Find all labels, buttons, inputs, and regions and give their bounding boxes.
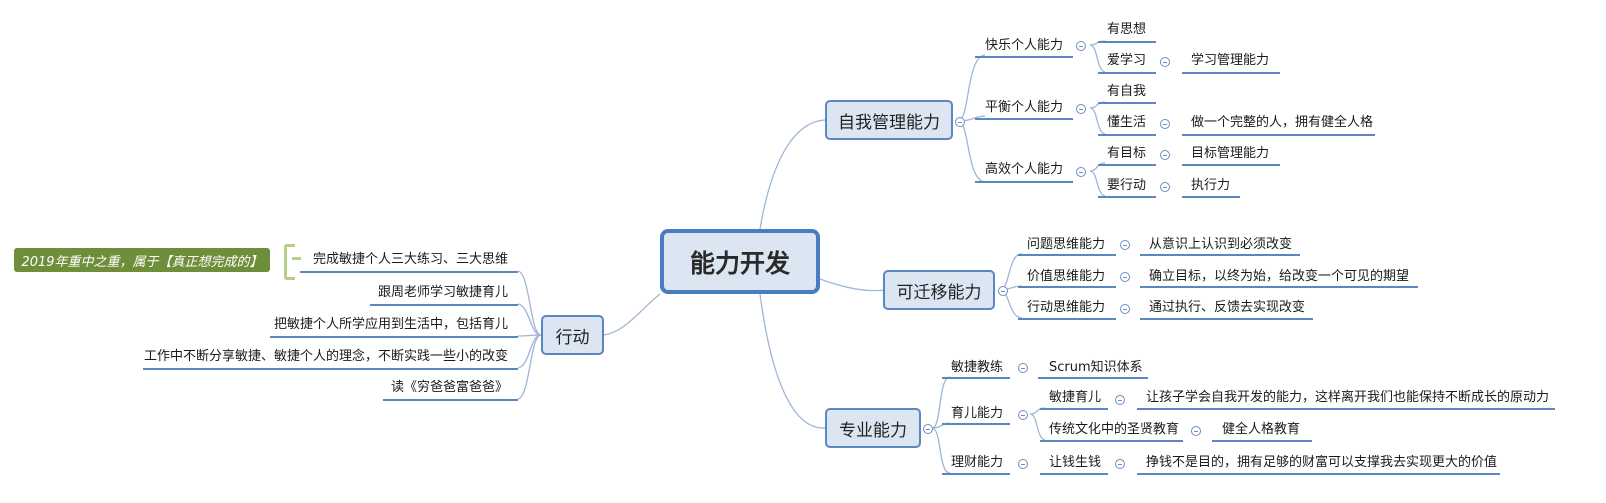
collapse-minus-icon[interactable] <box>1115 459 1125 469</box>
collapse-minus-icon[interactable] <box>1120 304 1130 314</box>
topic-self-development[interactable]: 让孩子学会自我开发的能力，这样离开我们也能保持不断成长的原动力 <box>1146 390 1550 405</box>
collapse-minus-icon[interactable] <box>1120 240 1130 250</box>
topic-have-goals[interactable]: 有目标 <box>1107 146 1147 161</box>
topic-execution[interactable]: 执行力 <box>1191 178 1231 193</box>
action-item-three-practices[interactable]: 完成敏捷个人三大练习、三大思维 <box>312 252 508 267</box>
summary-bracket-tick <box>292 257 301 260</box>
collapse-minus-icon[interactable] <box>1160 57 1170 67</box>
collapse-minus-icon[interactable] <box>1076 104 1086 114</box>
collapse-minus-icon[interactable] <box>1160 182 1170 192</box>
topic-parenting[interactable]: 育儿能力 <box>951 406 1004 421</box>
collapse-minus-icon[interactable] <box>1018 410 1028 420</box>
topic-set-goals[interactable]: 确立目标，以终为始，给改变一个可见的期望 <box>1149 269 1410 284</box>
topic-sage-education[interactable]: 传统文化中的圣贤教育 <box>1049 422 1180 437</box>
topic-have-self[interactable]: 有自我 <box>1107 84 1147 99</box>
topic-scrum-knowledge[interactable]: Scrum知识体系 <box>1049 360 1143 375</box>
topic-personality-education[interactable]: 健全人格教育 <box>1222 422 1301 437</box>
collapse-minus-icon[interactable] <box>1160 119 1170 129</box>
topic-wealth-purpose[interactable]: 挣钱不是目的，拥有足够的财富可以支撑我去实现更大的价值 <box>1146 455 1498 470</box>
topic-have-thoughts[interactable]: 有思想 <box>1107 22 1147 37</box>
topic-happy-ability[interactable]: 快乐个人能力 <box>985 38 1064 53</box>
topic-action[interactable]: 行动 <box>541 315 604 355</box>
topic-love-learning[interactable]: 爱学习 <box>1107 53 1147 68</box>
topic-understand-life[interactable]: 懂生活 <box>1107 115 1147 130</box>
action-item-read-book[interactable]: 读《穷爸爸富爸爸》 <box>390 380 508 395</box>
topic-professional[interactable]: 专业能力 <box>825 408 921 448</box>
central-topic[interactable]: 能力开发 <box>660 229 820 294</box>
topic-agile-coach[interactable]: 敏捷教练 <box>951 360 1004 375</box>
collapse-minus-icon[interactable] <box>955 117 965 127</box>
topic-take-action[interactable]: 要行动 <box>1107 178 1147 193</box>
topic-must-change[interactable]: 从意识上认识到必须改变 <box>1149 237 1293 252</box>
action-item-apply-to-life[interactable]: 把敏捷个人所学应用到生活中，包括育儿 <box>273 317 508 332</box>
action-item-learn-agile-parenting[interactable]: 跟周老师学习敏捷育儿 <box>377 285 508 300</box>
topic-balance-ability[interactable]: 平衡个人能力 <box>985 100 1064 115</box>
topic-agile-parenting[interactable]: 敏捷育儿 <box>1049 390 1102 405</box>
topic-learning-management[interactable]: 学习管理能力 <box>1191 53 1270 68</box>
collapse-minus-icon[interactable] <box>998 286 1008 296</box>
collapse-minus-icon[interactable] <box>1076 167 1086 177</box>
collapse-minus-icon[interactable] <box>1115 395 1125 405</box>
summary-bracket <box>284 244 295 280</box>
collapse-minus-icon[interactable] <box>1191 426 1201 436</box>
summary-note[interactable]: 2019年重中之重，属于【真正想完成的】 <box>14 248 270 272</box>
collapse-minus-icon[interactable] <box>1018 459 1028 469</box>
collapse-minus-icon[interactable] <box>923 424 933 434</box>
topic-action-thinking[interactable]: 行动思维能力 <box>1027 300 1106 315</box>
action-item-share-ideas[interactable]: 工作中不断分享敏捷、敏捷个人的理念，不断实践一些小的改变 <box>143 349 508 364</box>
collapse-minus-icon[interactable] <box>1160 150 1170 160</box>
topic-complete-person[interactable]: 做一个完整的人，拥有健全人格 <box>1191 115 1374 130</box>
topic-finance[interactable]: 理财能力 <box>951 455 1004 470</box>
collapse-minus-icon[interactable] <box>1018 363 1028 373</box>
topic-money-makes-money[interactable]: 让钱生钱 <box>1049 455 1102 470</box>
topic-problem-thinking[interactable]: 问题思维能力 <box>1027 237 1106 252</box>
collapse-minus-icon[interactable] <box>1076 41 1086 51</box>
topic-transferable[interactable]: 可迁移能力 <box>883 270 995 310</box>
topic-execute-feedback[interactable]: 通过执行、反馈去实现改变 <box>1149 300 1306 315</box>
topic-goal-management[interactable]: 目标管理能力 <box>1191 146 1270 161</box>
topic-self-management[interactable]: 自我管理能力 <box>825 100 953 140</box>
topic-efficient-ability[interactable]: 高效个人能力 <box>985 162 1064 177</box>
topic-value-thinking[interactable]: 价值思维能力 <box>1027 269 1106 284</box>
collapse-minus-icon[interactable] <box>1120 272 1130 282</box>
